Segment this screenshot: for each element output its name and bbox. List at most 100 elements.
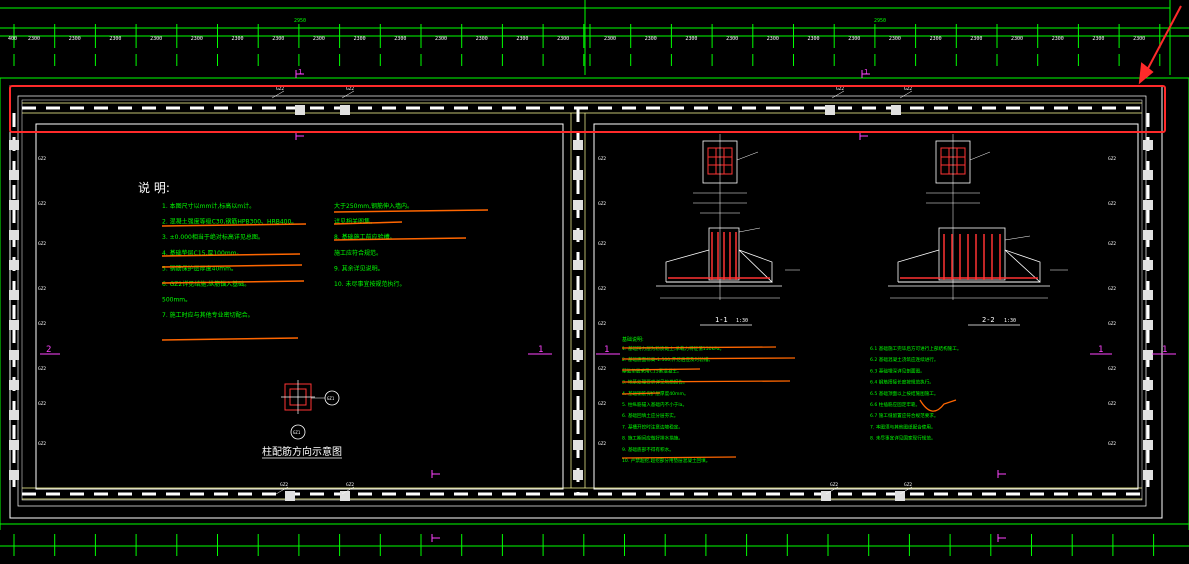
column-block — [9, 350, 19, 360]
dim-tick-label: 2300 — [150, 36, 162, 42]
column-block — [891, 105, 901, 115]
dim-tick-label: 2300 — [394, 36, 406, 42]
column-detail-tag-2: GZ1 — [293, 430, 301, 435]
column-label: GZ2 — [904, 86, 912, 92]
column-label: GZ2 — [598, 286, 606, 292]
column-block — [9, 470, 19, 480]
section-mark-top-left: 1 — [298, 68, 302, 76]
column-block — [573, 440, 583, 450]
section-mark-center-right: 1 — [604, 345, 609, 355]
leader-line — [341, 90, 355, 99]
column-label: GZ2 — [1108, 366, 1116, 372]
dim-tick-label: 2300 — [272, 36, 284, 42]
note-line: 6. 基础回填土应分层夯实。 — [622, 412, 678, 419]
column-block — [573, 380, 583, 390]
dim-total-left: 2950 — [294, 18, 306, 24]
column-label: GZ2 — [904, 482, 912, 488]
dim-tick-label: 2300 — [848, 36, 860, 42]
highlight-annotation — [9, 5, 1182, 133]
dim-tick-label: 2300 — [191, 36, 203, 42]
column-block — [1143, 320, 1153, 330]
column-block — [821, 491, 831, 501]
column-block — [573, 410, 583, 420]
dim-tick-label: 2300 — [808, 36, 820, 42]
note-line: 8. 基础施工前应验槽。 — [334, 233, 396, 241]
notes-heading: 说 明: — [138, 180, 170, 195]
section-1-title: 1-1 — [715, 316, 728, 324]
column-block — [9, 230, 19, 240]
column-block — [1143, 290, 1153, 300]
notes-bottom-right: 6.1 基础施工完毕后方可进行上部结构施工。6.2 基础混凝土浇筑应连续进行。6… — [870, 345, 961, 442]
column-block — [573, 200, 583, 210]
column-label: GZ2 — [38, 321, 46, 327]
column-label: GZ2 — [836, 86, 844, 92]
column-block — [1143, 470, 1153, 480]
section-2-scale: 1:30 — [1004, 318, 1016, 324]
note-line: 9. 基础底部不得有积水。 — [622, 446, 674, 453]
dimension-top — [0, 0, 1189, 75]
column-block — [1143, 230, 1153, 240]
dim-first: 400 — [8, 36, 17, 42]
note-line: 7. 基槽开挖时注意边坡稳定。 — [622, 423, 683, 430]
note-line: 9. 其余详见说明。 — [334, 264, 384, 272]
column-block — [9, 290, 19, 300]
column-block — [9, 170, 19, 180]
column-label: GZ2 — [38, 201, 46, 207]
leader-line — [899, 486, 913, 495]
notes-underlines — [161, 209, 489, 341]
column-label: GZ2 — [1108, 156, 1116, 162]
column-label: GZ2 — [830, 482, 838, 488]
section-2-2 — [888, 134, 1068, 300]
note-line: 详见相关图集。 — [334, 218, 376, 226]
bottom-notes-heading: 基础说明: — [622, 336, 644, 343]
column-label: GZ2 — [280, 482, 288, 488]
column-label: GZ2 — [1108, 401, 1116, 407]
note-line: 7. 本图须与其他图纸配合使用。 — [870, 423, 936, 430]
dim-tick-label: 2300 — [1133, 36, 1145, 42]
dim-tick-label: 2300 — [970, 36, 982, 42]
column-label: GZ2 — [598, 321, 606, 327]
column-blocks — [9, 105, 1153, 501]
dim-tick-label: 2300 — [1092, 36, 1104, 42]
leader-line — [341, 486, 355, 495]
note-line: 2. 混凝土强度等级C30,钢筋HPB300、HRB400。 — [162, 218, 297, 226]
notes-middle: 大于250mm,钢筋伸入墙内。 详见相关图集。8. 基础施工前应验槽。 施工应符… — [334, 202, 413, 288]
note-line: 5. 钢筋保护层厚度40mm。 — [162, 264, 237, 272]
dimension-tick-labels: 2300 2300 2300 2300 2300 2300 2300 2300 2300 2300… — [28, 36, 1145, 42]
column-label: GZ2 — [1108, 321, 1116, 327]
column-block — [9, 380, 19, 390]
column-label: GZ2 — [1108, 286, 1116, 292]
column-label: GZ2 — [276, 86, 284, 92]
dim-total-right: 2950 — [874, 18, 886, 24]
section-mark-far-right: 1 — [1162, 345, 1167, 355]
column-label: GZ2 — [38, 401, 46, 407]
notes-left: 1. 本图尺寸以mm计,标高以m计。 2. 混凝土强度等级C30,钢筋HPB300… — [162, 202, 297, 319]
note-line: 8. 施工期间应做好排水措施。 — [622, 435, 683, 442]
column-detail-tag: GZ1 — [327, 396, 335, 401]
note-line: 1. 本图尺寸以mm计,标高以m计。 — [162, 202, 255, 210]
section-1-1 — [656, 134, 800, 300]
dim-tick-label: 2300 — [557, 36, 569, 42]
dim-tick-label: 2300 — [604, 36, 616, 42]
column-block — [340, 105, 350, 115]
note-line: 3. ±0.000相当于绝对标高详见总图。 — [162, 233, 264, 241]
column-block — [9, 200, 19, 210]
note-line: 4. 基础垫层C15,厚100mm。 — [162, 249, 243, 257]
dim-tick-label: 2300 — [889, 36, 901, 42]
note-line: 6.3 基础埋深详见剖面图。 — [870, 367, 925, 374]
section-1-scale: 1:30 — [736, 318, 748, 324]
dim-tick-label: 2300 — [685, 36, 697, 42]
column-block — [340, 491, 350, 501]
notes-bottom-left: 1. 基础持力层为粉质黏土,承载力特征值150kPa。2. 基础底面标高-1.5… — [622, 345, 724, 464]
column-block — [1143, 140, 1153, 150]
column-block — [1143, 380, 1153, 390]
column-block — [1143, 260, 1153, 270]
leader-line — [899, 90, 913, 99]
column-label: GZ2 — [38, 441, 46, 447]
dim-tick-label: 2300 — [645, 36, 657, 42]
column-label: GZ2 — [38, 366, 46, 372]
leader-line — [271, 90, 285, 99]
